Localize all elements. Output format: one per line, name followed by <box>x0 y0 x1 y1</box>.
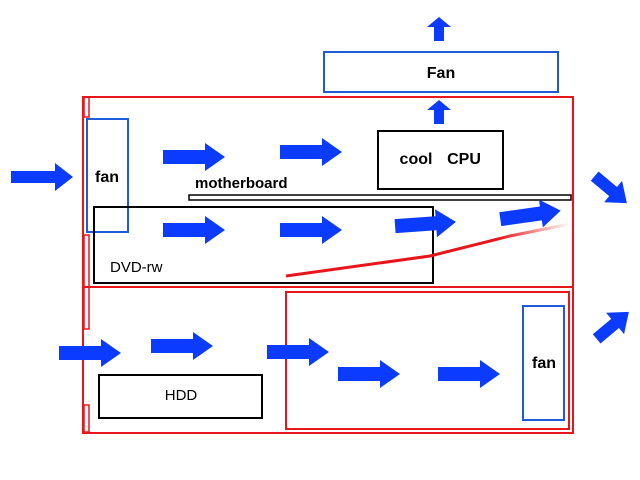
airflow-line <box>285 222 571 278</box>
front-bezel-mid <box>83 234 90 330</box>
case-lower <box>82 286 574 434</box>
motherboard-board <box>188 194 572 201</box>
arrow-right-icon <box>163 143 225 171</box>
dvd-drive-box <box>93 206 434 284</box>
top-fan-box <box>323 51 559 93</box>
rear-fan-label: fan <box>532 355 556 372</box>
arrow-right-icon <box>499 199 561 228</box>
rear-fan-box <box>522 305 565 421</box>
arrow-right-icon <box>280 216 342 244</box>
front-bezel-bottom <box>83 404 90 433</box>
arrow-right-icon <box>267 338 329 366</box>
front-fan-label: fan <box>95 169 119 186</box>
cpu-box <box>377 130 504 190</box>
arrow-up-icon <box>427 100 451 124</box>
arrow-right-icon <box>592 311 629 344</box>
top-fan-label: Fan <box>427 65 455 82</box>
exhaust-arrow-right-lower <box>592 311 629 344</box>
hdd-box <box>98 374 263 419</box>
arrow-right-icon <box>338 360 400 388</box>
hdd-label: HDD <box>165 387 198 404</box>
arrow-right-icon <box>280 138 342 166</box>
cpu-cool-label: cool <box>400 151 433 168</box>
front-fan-box <box>86 118 129 233</box>
case-lower-inner <box>285 291 570 430</box>
arrow-right-icon <box>11 163 73 191</box>
front-bezel-top <box>83 96 90 118</box>
arrow-up-icon <box>427 17 451 41</box>
motherboard-label: motherboard <box>195 175 288 192</box>
exhaust-arrow-right-upper <box>590 171 627 204</box>
exhaust-arrow-top <box>427 17 451 41</box>
arrow-right-icon <box>394 209 456 238</box>
arrow-right-icon <box>438 360 500 388</box>
arrow-right-icon <box>59 339 121 367</box>
airflow-arrows <box>11 138 561 388</box>
arrow-right-icon <box>590 171 627 204</box>
arrow-right-icon <box>163 216 225 244</box>
exhaust-arrow-cpu <box>427 100 451 124</box>
dvd-label: DVD-rw <box>110 259 163 276</box>
arrow-right-icon <box>151 332 213 360</box>
cpu-label: CPU <box>447 151 481 168</box>
